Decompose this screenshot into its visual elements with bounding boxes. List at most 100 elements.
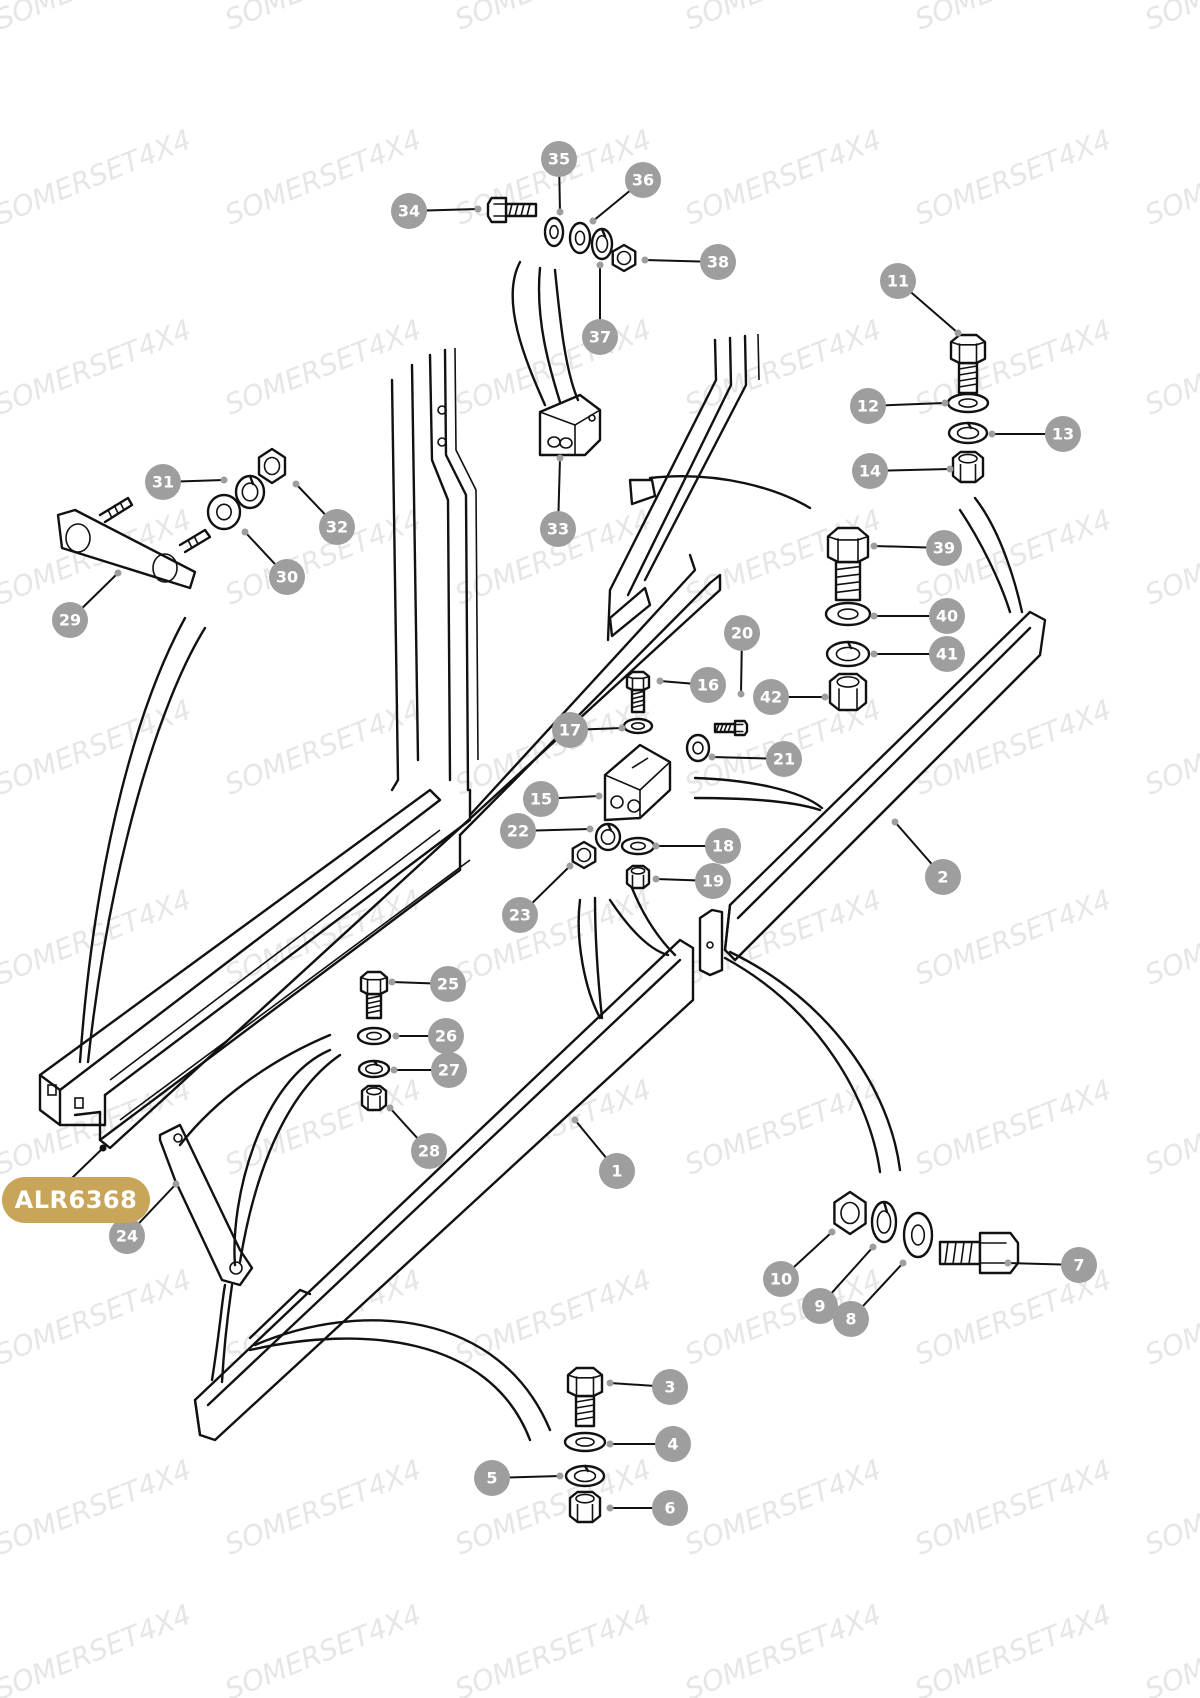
spring-washer-31 xyxy=(234,474,266,510)
callout-number: 14 xyxy=(859,462,881,481)
watermark-text: SOMERSET4X4 xyxy=(450,123,656,232)
callout-badge xyxy=(500,813,536,849)
callout-14: 14 xyxy=(852,453,954,489)
callout-badge xyxy=(541,141,577,177)
callout-badge xyxy=(109,1218,145,1254)
nut-28 xyxy=(360,1084,388,1112)
callout-number: 2 xyxy=(937,868,948,887)
watermark-text: SOMERSET4X4 xyxy=(680,0,886,36)
leader-dot xyxy=(869,1243,877,1251)
leader-dot xyxy=(292,480,300,488)
callout-layer: 1234567891011121314151617181920212223242… xyxy=(52,141,1097,1526)
watermark-text: SOMERSET4X4 xyxy=(1140,1598,1200,1698)
callout-22: 22 xyxy=(500,813,594,849)
leader-dot xyxy=(821,693,829,701)
washer-36 xyxy=(568,221,592,255)
leader-dot xyxy=(566,862,574,870)
leader-dot xyxy=(870,650,878,658)
leader-dot xyxy=(388,978,396,986)
nut-10 xyxy=(833,1190,867,1236)
callout-badge xyxy=(690,667,726,703)
callout-18: 18 xyxy=(652,828,741,864)
callout-badge xyxy=(833,1301,869,1337)
callout-33: 33 xyxy=(540,454,576,547)
nut-19 xyxy=(625,864,651,890)
spring-washer-27 xyxy=(357,1059,391,1079)
leader-dot xyxy=(606,1440,614,1448)
callout-badge xyxy=(724,615,760,651)
watermark-text: SOMERSET4X4 xyxy=(1140,883,1200,992)
leader-dot xyxy=(870,542,878,550)
leader-dot xyxy=(392,1032,400,1040)
callout-badge xyxy=(625,162,661,198)
bolt-20 xyxy=(713,719,749,737)
washer-8 xyxy=(902,1211,934,1259)
watermark-text: SOMERSET4X4 xyxy=(910,313,1116,422)
callout-37: 37 xyxy=(582,261,618,355)
callout-number: 39 xyxy=(933,539,955,558)
callout-21: 21 xyxy=(708,741,802,777)
callout-11: 11 xyxy=(880,263,962,337)
callout-number: 33 xyxy=(547,520,569,539)
callout-5: 5 xyxy=(474,1460,564,1496)
watermark-text: SOMERSET4X4 xyxy=(220,1073,426,1182)
callout-2: 2 xyxy=(891,818,961,895)
leader-dot xyxy=(386,1104,394,1112)
callout-badge xyxy=(52,602,88,638)
callout-17: 17 xyxy=(552,712,626,748)
watermark-text: SOMERSET4X4 xyxy=(1140,0,1200,36)
watermark-text: SOMERSET4X4 xyxy=(910,1073,1116,1182)
watermark-text: SOMERSET4X4 xyxy=(680,1598,886,1698)
watermark-text: SOMERSET4X4 xyxy=(220,1598,426,1698)
leader-dot xyxy=(946,465,954,473)
washer-26 xyxy=(356,1026,392,1046)
callout-40: 40 xyxy=(870,598,965,634)
callout-26: 26 xyxy=(392,1018,464,1054)
leader-dot xyxy=(941,399,949,407)
watermark-text: SOMERSET4X4 xyxy=(1140,1073,1200,1182)
watermark-text: SOMERSET4X4 xyxy=(0,123,196,232)
watermark-text: SOMERSET4X4 xyxy=(1140,693,1200,802)
sill-tube-front xyxy=(193,938,695,1442)
callout-number: 32 xyxy=(326,518,348,537)
leader-dot xyxy=(172,1180,180,1188)
callout-13: 13 xyxy=(988,416,1081,452)
leader-dot xyxy=(652,875,660,883)
leader-dot xyxy=(596,261,604,269)
watermark-text: SOMERSET4X4 xyxy=(1140,123,1200,232)
callout-badge xyxy=(582,319,618,355)
callout-number: 28 xyxy=(418,1142,440,1161)
callout-number: 6 xyxy=(664,1499,675,1518)
watermark-text: SOMERSET4X4 xyxy=(450,883,656,992)
bracket-29 xyxy=(56,496,212,590)
callout-badge xyxy=(319,509,355,545)
callout-badge xyxy=(145,464,181,500)
callout-6: 6 xyxy=(606,1490,688,1526)
bolt-34 xyxy=(486,196,538,224)
bracket-24 xyxy=(158,1123,254,1287)
watermark-text: SOMERSET4X4 xyxy=(450,1598,656,1698)
callout-badge xyxy=(852,453,888,489)
nut-6 xyxy=(568,1490,602,1524)
leader-dot xyxy=(641,256,649,264)
bolt-11 xyxy=(949,333,987,395)
callout-19: 19 xyxy=(652,863,731,899)
callout-3: 3 xyxy=(606,1369,688,1405)
watermark-text: SOMERSET4X4 xyxy=(220,313,426,422)
watermark-text: SOMERSET4X4 xyxy=(910,1453,1116,1562)
washer-35 xyxy=(543,216,565,248)
callout-badge xyxy=(1061,1247,1097,1283)
leader-dot xyxy=(241,528,249,536)
callout-number: 24 xyxy=(116,1227,138,1246)
callout-number: 29 xyxy=(59,611,81,630)
callout-number: 41 xyxy=(936,645,958,664)
leader-dot xyxy=(556,454,564,462)
watermark-text: SOMERSET4X4 xyxy=(0,313,196,422)
callout-number: 37 xyxy=(589,328,611,347)
callout-34: 34 xyxy=(391,193,482,229)
callout-badge xyxy=(652,1490,688,1526)
leader-dot xyxy=(114,569,122,577)
watermark-text: SOMERSET4X4 xyxy=(220,1453,426,1562)
watermark-text: SOMERSET4X4 xyxy=(1140,1263,1200,1372)
callout-badge xyxy=(705,828,741,864)
